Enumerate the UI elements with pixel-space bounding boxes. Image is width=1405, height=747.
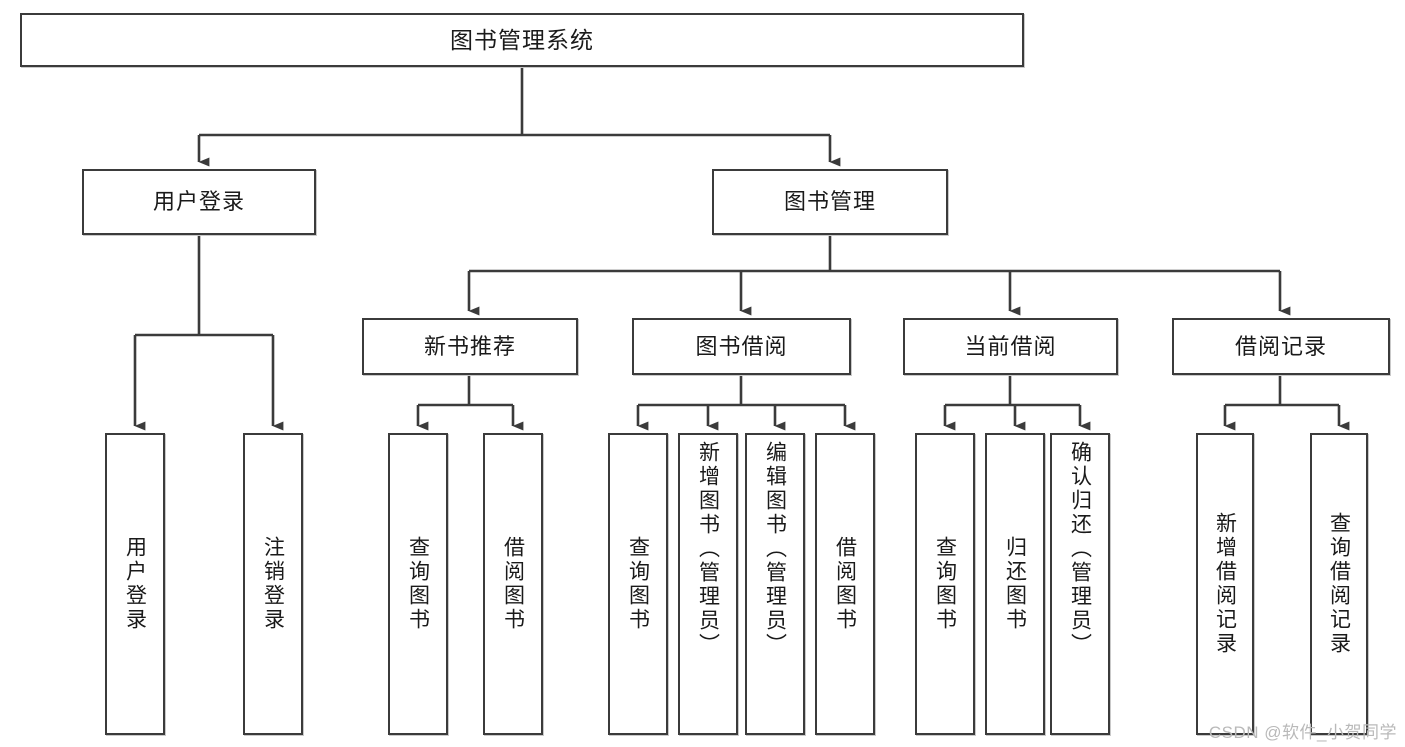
node-root-book-management-system[interactable]: 图书管理系统 — [20, 13, 1024, 67]
node-leaf-add-borrow-record[interactable]: 新增借阅记录 — [1196, 433, 1254, 735]
node-label: 查询图书 — [933, 536, 957, 632]
node-leaf-borrow-book-1[interactable]: 借阅图书 — [483, 433, 543, 735]
node-leaf-query-book-1[interactable]: 查询图书 — [388, 433, 448, 735]
node-label: 图书管理系统 — [450, 26, 594, 53]
node-leaf-user-login[interactable]: 用户登录 — [105, 433, 165, 735]
node-label: 新增图书（管理员） — [696, 441, 720, 657]
node-label: 确认归还（管理员） — [1068, 441, 1092, 657]
node-label: 查询图书 — [406, 536, 430, 632]
node-label: 用户登录 — [123, 536, 147, 632]
node-leaf-return-book[interactable]: 归还图书 — [985, 433, 1045, 735]
node-label: 查询图书 — [626, 536, 650, 632]
node-leaf-query-book-2[interactable]: 查询图书 — [608, 433, 668, 735]
node-book-management[interactable]: 图书管理 — [712, 169, 948, 235]
node-leaf-borrow-book-2[interactable]: 借阅图书 — [815, 433, 875, 735]
node-new-book-recommend[interactable]: 新书推荐 — [362, 318, 578, 375]
node-leaf-query-book-3[interactable]: 查询图书 — [915, 433, 975, 735]
node-label: 图书管理 — [783, 189, 876, 215]
node-leaf-edit-book-admin[interactable]: 编辑图书（管理员） — [745, 433, 805, 735]
node-label: 新增借阅记录 — [1213, 512, 1237, 656]
node-user-login[interactable]: 用户登录 — [82, 169, 316, 235]
node-book-borrow[interactable]: 图书借阅 — [632, 318, 851, 375]
node-label: 归还图书 — [1003, 536, 1027, 632]
node-borrow-record[interactable]: 借阅记录 — [1172, 318, 1390, 375]
node-label: 借阅记录 — [1234, 333, 1327, 359]
node-current-borrow[interactable]: 当前借阅 — [903, 318, 1118, 375]
node-leaf-add-book-admin[interactable]: 新增图书（管理员） — [678, 433, 738, 735]
node-leaf-confirm-return-admin[interactable]: 确认归还（管理员） — [1050, 433, 1110, 735]
node-label: 图书借阅 — [695, 333, 788, 359]
csdn-watermark: CSDN @软件_小贺同学 — [1208, 723, 1397, 742]
node-label: 编辑图书（管理员） — [763, 441, 787, 657]
node-label: 借阅图书 — [833, 536, 857, 632]
node-label: 新书推荐 — [423, 333, 516, 359]
node-label: 用户登录 — [152, 189, 245, 215]
node-leaf-logout-login[interactable]: 注销登录 — [243, 433, 303, 735]
node-label: 当前借阅 — [964, 333, 1057, 359]
node-label: 注销登录 — [261, 536, 285, 632]
node-label: 查询借阅记录 — [1327, 512, 1351, 656]
node-label: 借阅图书 — [501, 536, 525, 632]
node-leaf-query-borrow-record[interactable]: 查询借阅记录 — [1310, 433, 1368, 735]
